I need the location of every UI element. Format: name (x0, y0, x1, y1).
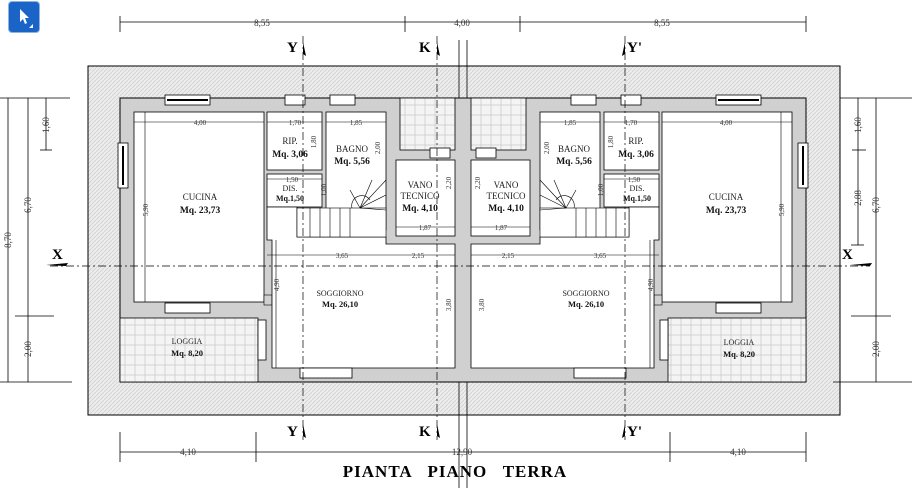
dim-label: 2,20 (445, 176, 453, 189)
select-tool-button[interactable] (8, 1, 40, 33)
room-name: LOGGIA (724, 338, 755, 347)
room-name: TECNICO (487, 191, 526, 201)
dim-label: 2,00 (374, 141, 382, 154)
left-interior-dimensions: 4,00 1,70 1,85 1,80 2,00 1,50 1,00 2,20 … (142, 119, 453, 311)
dim-right-top: 1,60 (853, 117, 863, 133)
room-area: Mq.1,50 (623, 194, 651, 203)
dim-label: 1,85 (564, 119, 577, 127)
room-area: Mq. 8,20 (723, 349, 755, 359)
room-name: SOGGIORNO (562, 289, 609, 298)
room-name: RIP. (282, 136, 297, 146)
dim-left-main: 6,70 (23, 197, 33, 213)
room-area: Mq. 26,10 (568, 299, 604, 309)
dim-top-right: 8,55 (654, 18, 670, 28)
room-area: Mq. 23,73 (706, 206, 747, 216)
dim-label: 1,80 (310, 135, 318, 148)
section-y-prime-bottom: Y' (627, 424, 642, 440)
dim-label: 1,87 (495, 224, 508, 232)
interior-dimension-lines (134, 112, 792, 368)
left-unit-labels: CUCINA Mq. 23,73 RIP. Mq. 3,06 BAGNO Mq.… (171, 136, 440, 358)
dim-label: 1,00 (320, 183, 328, 196)
room-area: Mq. 3,06 (272, 150, 308, 160)
dim-label: 3,80 (445, 298, 453, 311)
dim-label: 1,00 (597, 183, 605, 196)
dim-top-center: 4,00 (454, 18, 470, 28)
party-wall-joint (458, 40, 468, 488)
room-area: Mq. 5,56 (334, 157, 370, 167)
dim-label: 2,00 (543, 141, 551, 154)
dim-label: 4,00 (720, 119, 733, 127)
dim-label: 1,70 (625, 119, 638, 127)
room-name: SOGGIORNO (316, 289, 363, 298)
section-lines (50, 36, 870, 440)
dim-label: 5,90 (142, 203, 150, 216)
room-name: VANO (494, 180, 519, 190)
dim-label: 1,85 (350, 119, 363, 127)
left-dimension-lines (0, 97, 72, 383)
dim-top-left: 8,55 (254, 18, 270, 28)
section-k-top: K (419, 40, 431, 56)
right-dimension-lines (833, 97, 912, 383)
bottom-dimension-line (119, 432, 807, 462)
section-y-top: Y (287, 40, 298, 56)
dim-label: 3,80 (478, 298, 486, 311)
dim-label: 4,90 (273, 278, 281, 291)
pointer-select-icon (20, 9, 33, 28)
room-area: Mq. 5,56 (556, 157, 592, 167)
dim-label: 1,50 (628, 176, 641, 184)
room-name: TECNICO (401, 191, 440, 201)
room-name: RIP. (628, 136, 643, 146)
dim-label: 4,90 (647, 278, 655, 291)
plan-title: PIANTA PIANO TERRA (343, 462, 567, 481)
dim-left-loggia: 2,00 (23, 341, 33, 357)
dim-bottom-left: 4,10 (180, 447, 196, 457)
room-area: Mq. 4,10 (402, 204, 438, 214)
dim-bottom-right: 4,10 (730, 447, 746, 457)
section-x-left: X (52, 247, 63, 263)
dim-right-main: 6,70 (871, 197, 881, 213)
right-unit-labels: CUCINA Mq. 23,73 RIP. Mq. 3,06 BAGNO Mq.… (487, 136, 755, 359)
dim-label: 1,70 (289, 119, 302, 127)
dim-label: 2,15 (412, 252, 425, 260)
section-y-bottom: Y (287, 424, 298, 440)
section-arrow-icons (46, 42, 872, 438)
room-name: DIS. (283, 184, 298, 193)
dim-label: 4,00 (194, 119, 207, 127)
dim-left-total: 8,70 (3, 232, 13, 248)
section-x-right: X (842, 247, 853, 263)
dim-label: 3,65 (594, 252, 607, 260)
room-name: BAGNO (336, 144, 369, 154)
room-name: VANO (408, 180, 433, 190)
right-interior-dimensions: 4,00 1,70 1,85 1,80 2,00 1,50 1,00 2,20 … (474, 119, 786, 311)
dim-right-mid: 2,88 (853, 190, 863, 206)
room-area: Mq.1,50 (276, 194, 304, 203)
section-y-prime-top: Y' (627, 40, 642, 56)
room-area: Mq. 26,10 (322, 299, 358, 309)
dim-label: 2,20 (474, 176, 482, 189)
room-area: Mq. 23,73 (180, 206, 221, 216)
top-dimension-line (119, 16, 807, 32)
section-k-bottom: K (419, 424, 431, 440)
dim-label: 1,80 (607, 135, 615, 148)
room-name: BAGNO (558, 144, 591, 154)
dim-right-loggia: 2,00 (871, 341, 881, 357)
room-name: LOGGIA (172, 337, 203, 346)
dim-bottom-center: 12,90 (452, 447, 473, 457)
room-name: CUCINA (709, 192, 744, 202)
dim-label: 3,65 (336, 252, 349, 260)
dim-left-top: 1,60 (41, 117, 51, 133)
room-area: Mq. 4,10 (488, 204, 524, 214)
dim-label: 1,87 (419, 224, 432, 232)
dim-label: 5,90 (778, 203, 786, 216)
room-name: CUCINA (183, 192, 218, 202)
dim-label: 2,15 (502, 252, 515, 260)
room-area: Mq. 3,06 (618, 150, 654, 160)
dim-label: 1,50 (286, 176, 299, 184)
room-area: Mq. 8,20 (171, 348, 203, 358)
room-name: DIS. (630, 184, 645, 193)
